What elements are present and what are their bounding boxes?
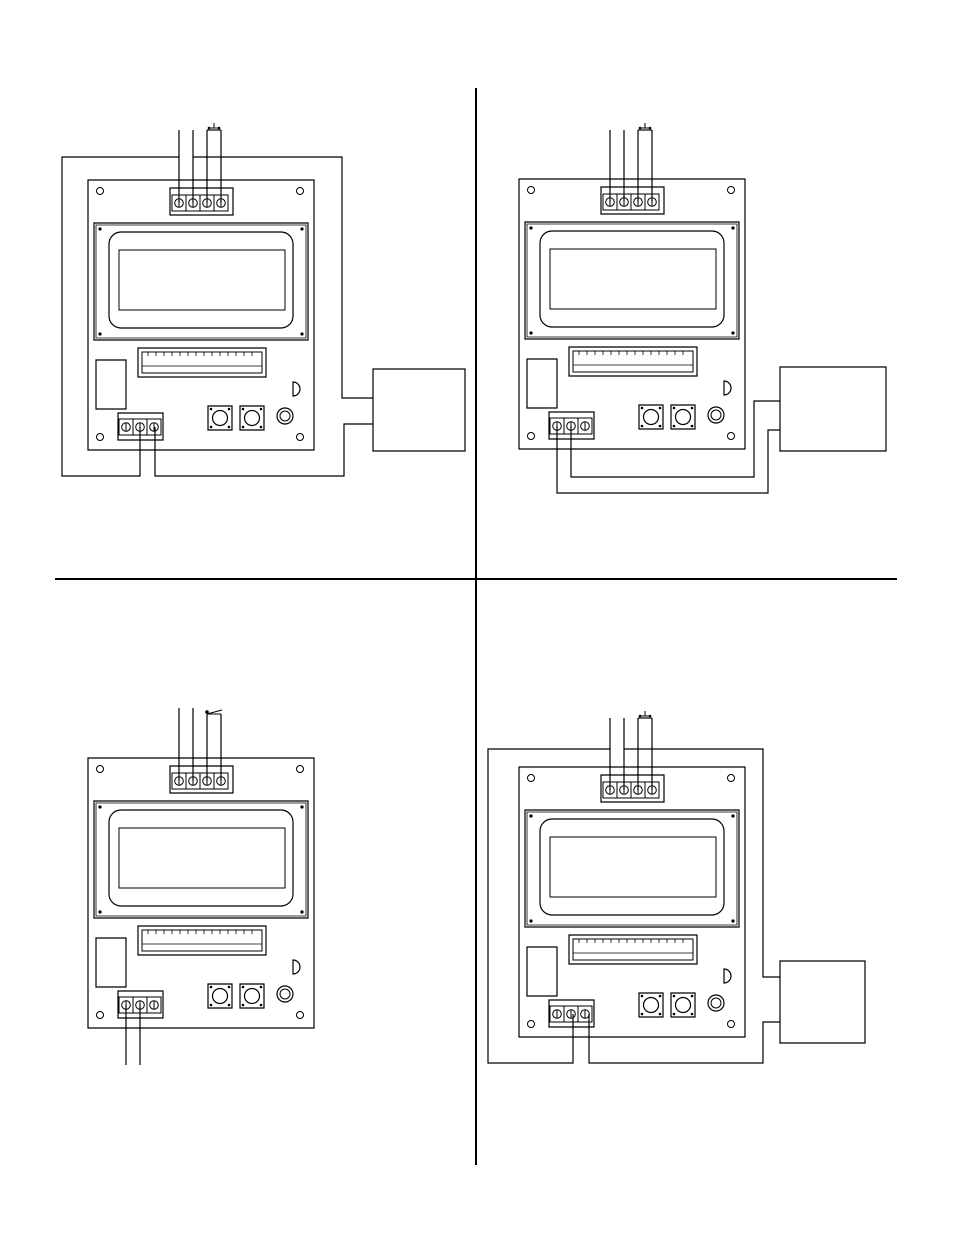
- external-device-box: [780, 961, 865, 1043]
- earth-ground-icon: [208, 123, 221, 129]
- controller-board: [519, 767, 745, 1037]
- earth-ground-icon: [639, 711, 652, 717]
- panel-top-left: [62, 123, 465, 476]
- panel-bottom-right: [488, 711, 865, 1063]
- switch-icon: [206, 710, 222, 714]
- controller-board: [88, 180, 314, 450]
- external-device-box: [780, 367, 886, 451]
- panel-bottom-left: [88, 708, 314, 1065]
- earth-ground-icon: [639, 123, 652, 129]
- controller-board: [519, 179, 745, 449]
- controller-board: [88, 758, 314, 1028]
- panel-top-right: [519, 123, 886, 493]
- external-device-box: [373, 369, 465, 451]
